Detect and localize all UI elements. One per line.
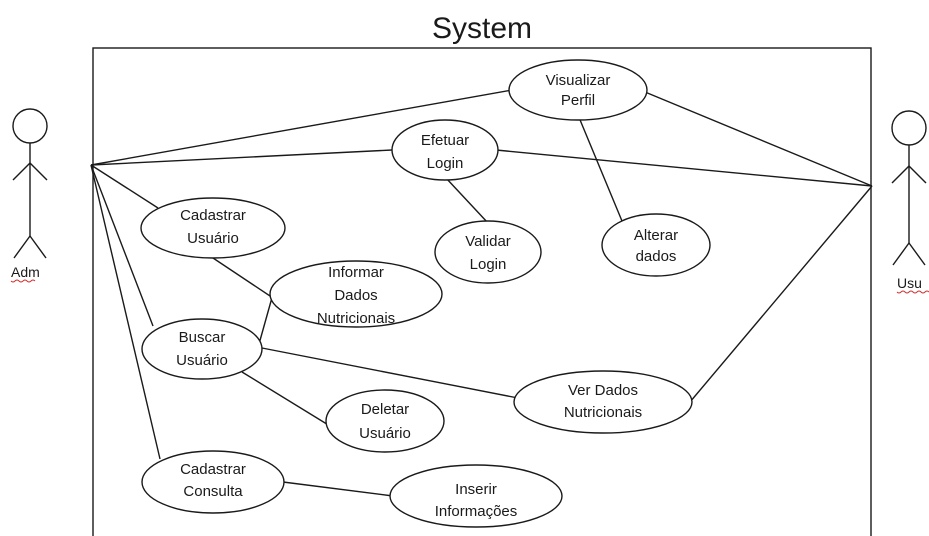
use-case-label: Cadastrar (180, 207, 246, 224)
use-case-label: dados (636, 248, 677, 265)
actor-usu-label: Usu (897, 275, 922, 291)
line-usu-visualizar-perfil (644, 91, 873, 187)
line-usu-ver-dados-nutricionais (689, 185, 873, 403)
use-case-deletar-usuario: Deletar Usuário (325, 389, 445, 453)
actor-usu-arm-left (891, 165, 910, 184)
actor-usu-leg-right (908, 242, 926, 266)
use-case-informar-dados-nutricionais: Informar Dados Nutricionais (269, 260, 443, 328)
line-cadastrar-consulta-inserir-informacoes (282, 481, 394, 497)
use-case-label: Efetuar (421, 132, 469, 149)
use-case-label: Login (470, 256, 507, 273)
use-case-label: Usuário (176, 352, 228, 369)
use-case-label: Nutricionais (564, 404, 642, 421)
line-efetuar-login-validar-login (445, 177, 489, 224)
association-lines (90, 89, 873, 497)
use-case-label: Informar (328, 264, 384, 281)
actor-usu-arm-right (908, 165, 927, 184)
use-case-efetuar-login: Efetuar Login (391, 119, 499, 181)
line-adm-buscar-usuario (90, 164, 154, 327)
actor-adm-leg-left (13, 235, 31, 259)
line-adm-cadastrar-usuario (90, 164, 159, 209)
use-case-inserir-informacoes: Inserir Informações (389, 464, 563, 528)
use-case-label: Cadastrar (180, 461, 246, 478)
line-adm-efetuar-login (90, 149, 393, 166)
actor-adm-label: Adm (11, 264, 40, 280)
use-case-visualizar-perfil: Visualizar Perfil (508, 59, 648, 121)
use-case-label: Perfil (561, 92, 595, 109)
actor-usu: Usu (891, 110, 929, 294)
actor-adm-spellcheck-mark (10, 279, 36, 283)
actor-adm-head (12, 108, 48, 144)
use-case-label: Usuário (187, 230, 239, 247)
actor-adm-leg-right (29, 235, 47, 259)
use-case-label: Usuário (359, 425, 411, 442)
line-buscar-usuario-ver-dados (261, 347, 519, 399)
use-case-label: Alterar (634, 227, 678, 244)
use-case-buscar-usuario: Buscar Usuário (141, 318, 263, 380)
use-case-label: Nutricionais (317, 310, 395, 327)
actor-usu-spellcheck-mark (896, 290, 929, 294)
line-buscar-usuario-informar-dados (258, 293, 274, 345)
use-case-alterar-dados: Alterar dados (601, 213, 711, 277)
use-case-label: Buscar (179, 329, 226, 346)
system-title: System (432, 12, 532, 45)
use-case-label: Consulta (183, 483, 243, 500)
use-case-label: Visualizar (546, 72, 611, 89)
line-adm-cadastrar-consulta (90, 164, 161, 460)
use-case-label: Ver Dados (568, 382, 638, 399)
use-case-label: Dados (334, 287, 377, 304)
use-case-validar-login: Validar Login (434, 220, 542, 284)
use-case-cadastrar-usuario: Cadastrar Usuário (140, 197, 286, 259)
use-case-cadastrar-consulta: Cadastrar Consulta (141, 450, 285, 514)
use-case-ver-dados-nutricionais: Ver Dados Nutricionais (513, 370, 693, 434)
actor-usu-head (891, 110, 927, 146)
use-case-label: Inserir (455, 481, 497, 498)
actor-adm-arm-left (12, 162, 31, 181)
line-visualizar-perfil-alterar-dados (577, 114, 623, 222)
actor-adm: Adm (10, 108, 48, 283)
use-case-label: Validar (465, 233, 511, 250)
use-case-label: Informações (435, 503, 518, 520)
actor-usu-leg-left (892, 242, 910, 266)
use-case-label: Login (427, 155, 464, 172)
actor-adm-arm-right (29, 162, 48, 181)
line-buscar-usuario-deletar-usuario (241, 371, 331, 427)
line-usu-efetuar-login (495, 149, 873, 187)
line-adm-visualizar-perfil (90, 89, 513, 166)
use-case-label: Deletar (361, 401, 409, 418)
system-boundary (92, 47, 872, 536)
